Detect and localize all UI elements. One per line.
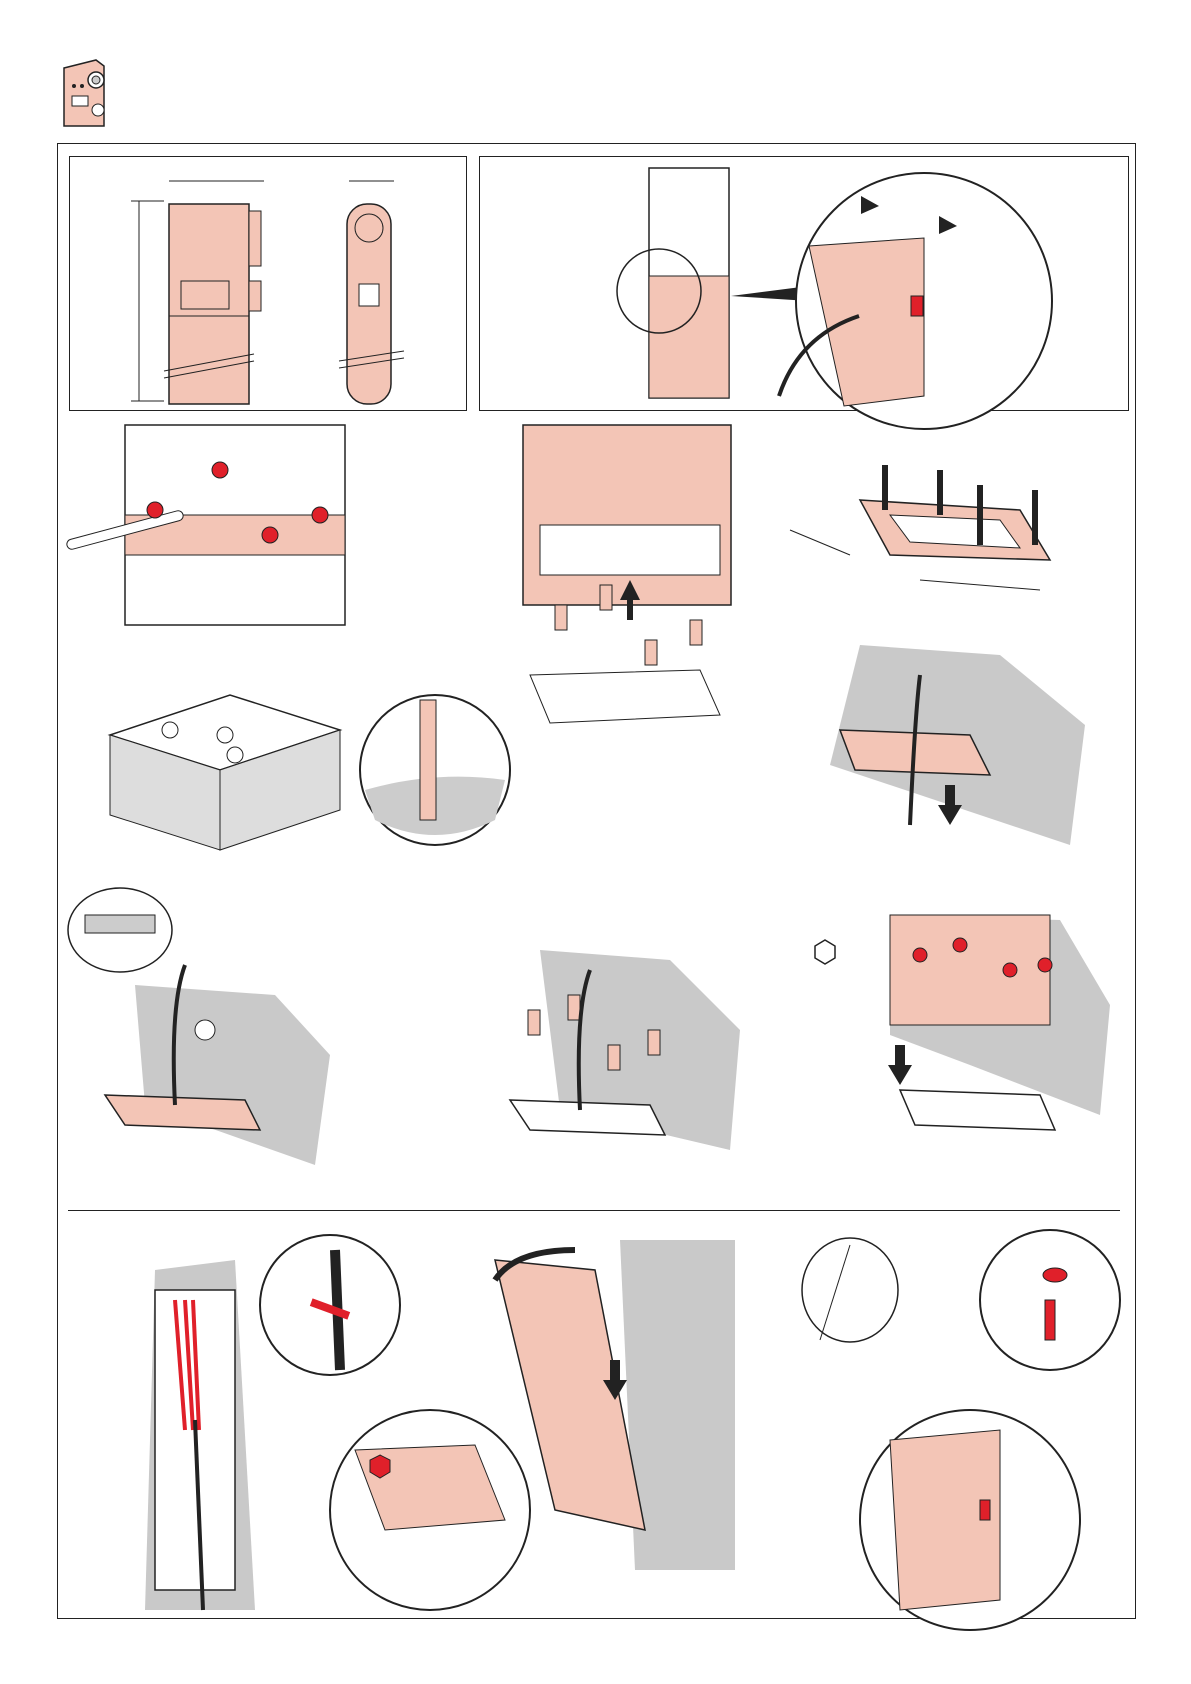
spacer-icon — [480, 950, 745, 1170]
wrench-icon — [60, 425, 360, 640]
cable-icon — [65, 885, 365, 1170]
section-divider — [68, 1210, 1120, 1211]
down-arrow-icon — [800, 645, 1100, 865]
earth-ground-icon — [800, 1230, 1120, 1610]
up-arrow-icon — [520, 425, 735, 745]
mounting-plate-icon — [790, 440, 1110, 610]
dimension-view-icon — [69, 156, 467, 411]
concrete-block-icon — [70, 680, 510, 890]
cover-removal-icon — [479, 156, 1129, 411]
charging-station-icon — [58, 56, 110, 132]
rotate-arrow-icon — [355, 1230, 765, 1610]
hex-nut-icon — [800, 915, 1120, 1165]
